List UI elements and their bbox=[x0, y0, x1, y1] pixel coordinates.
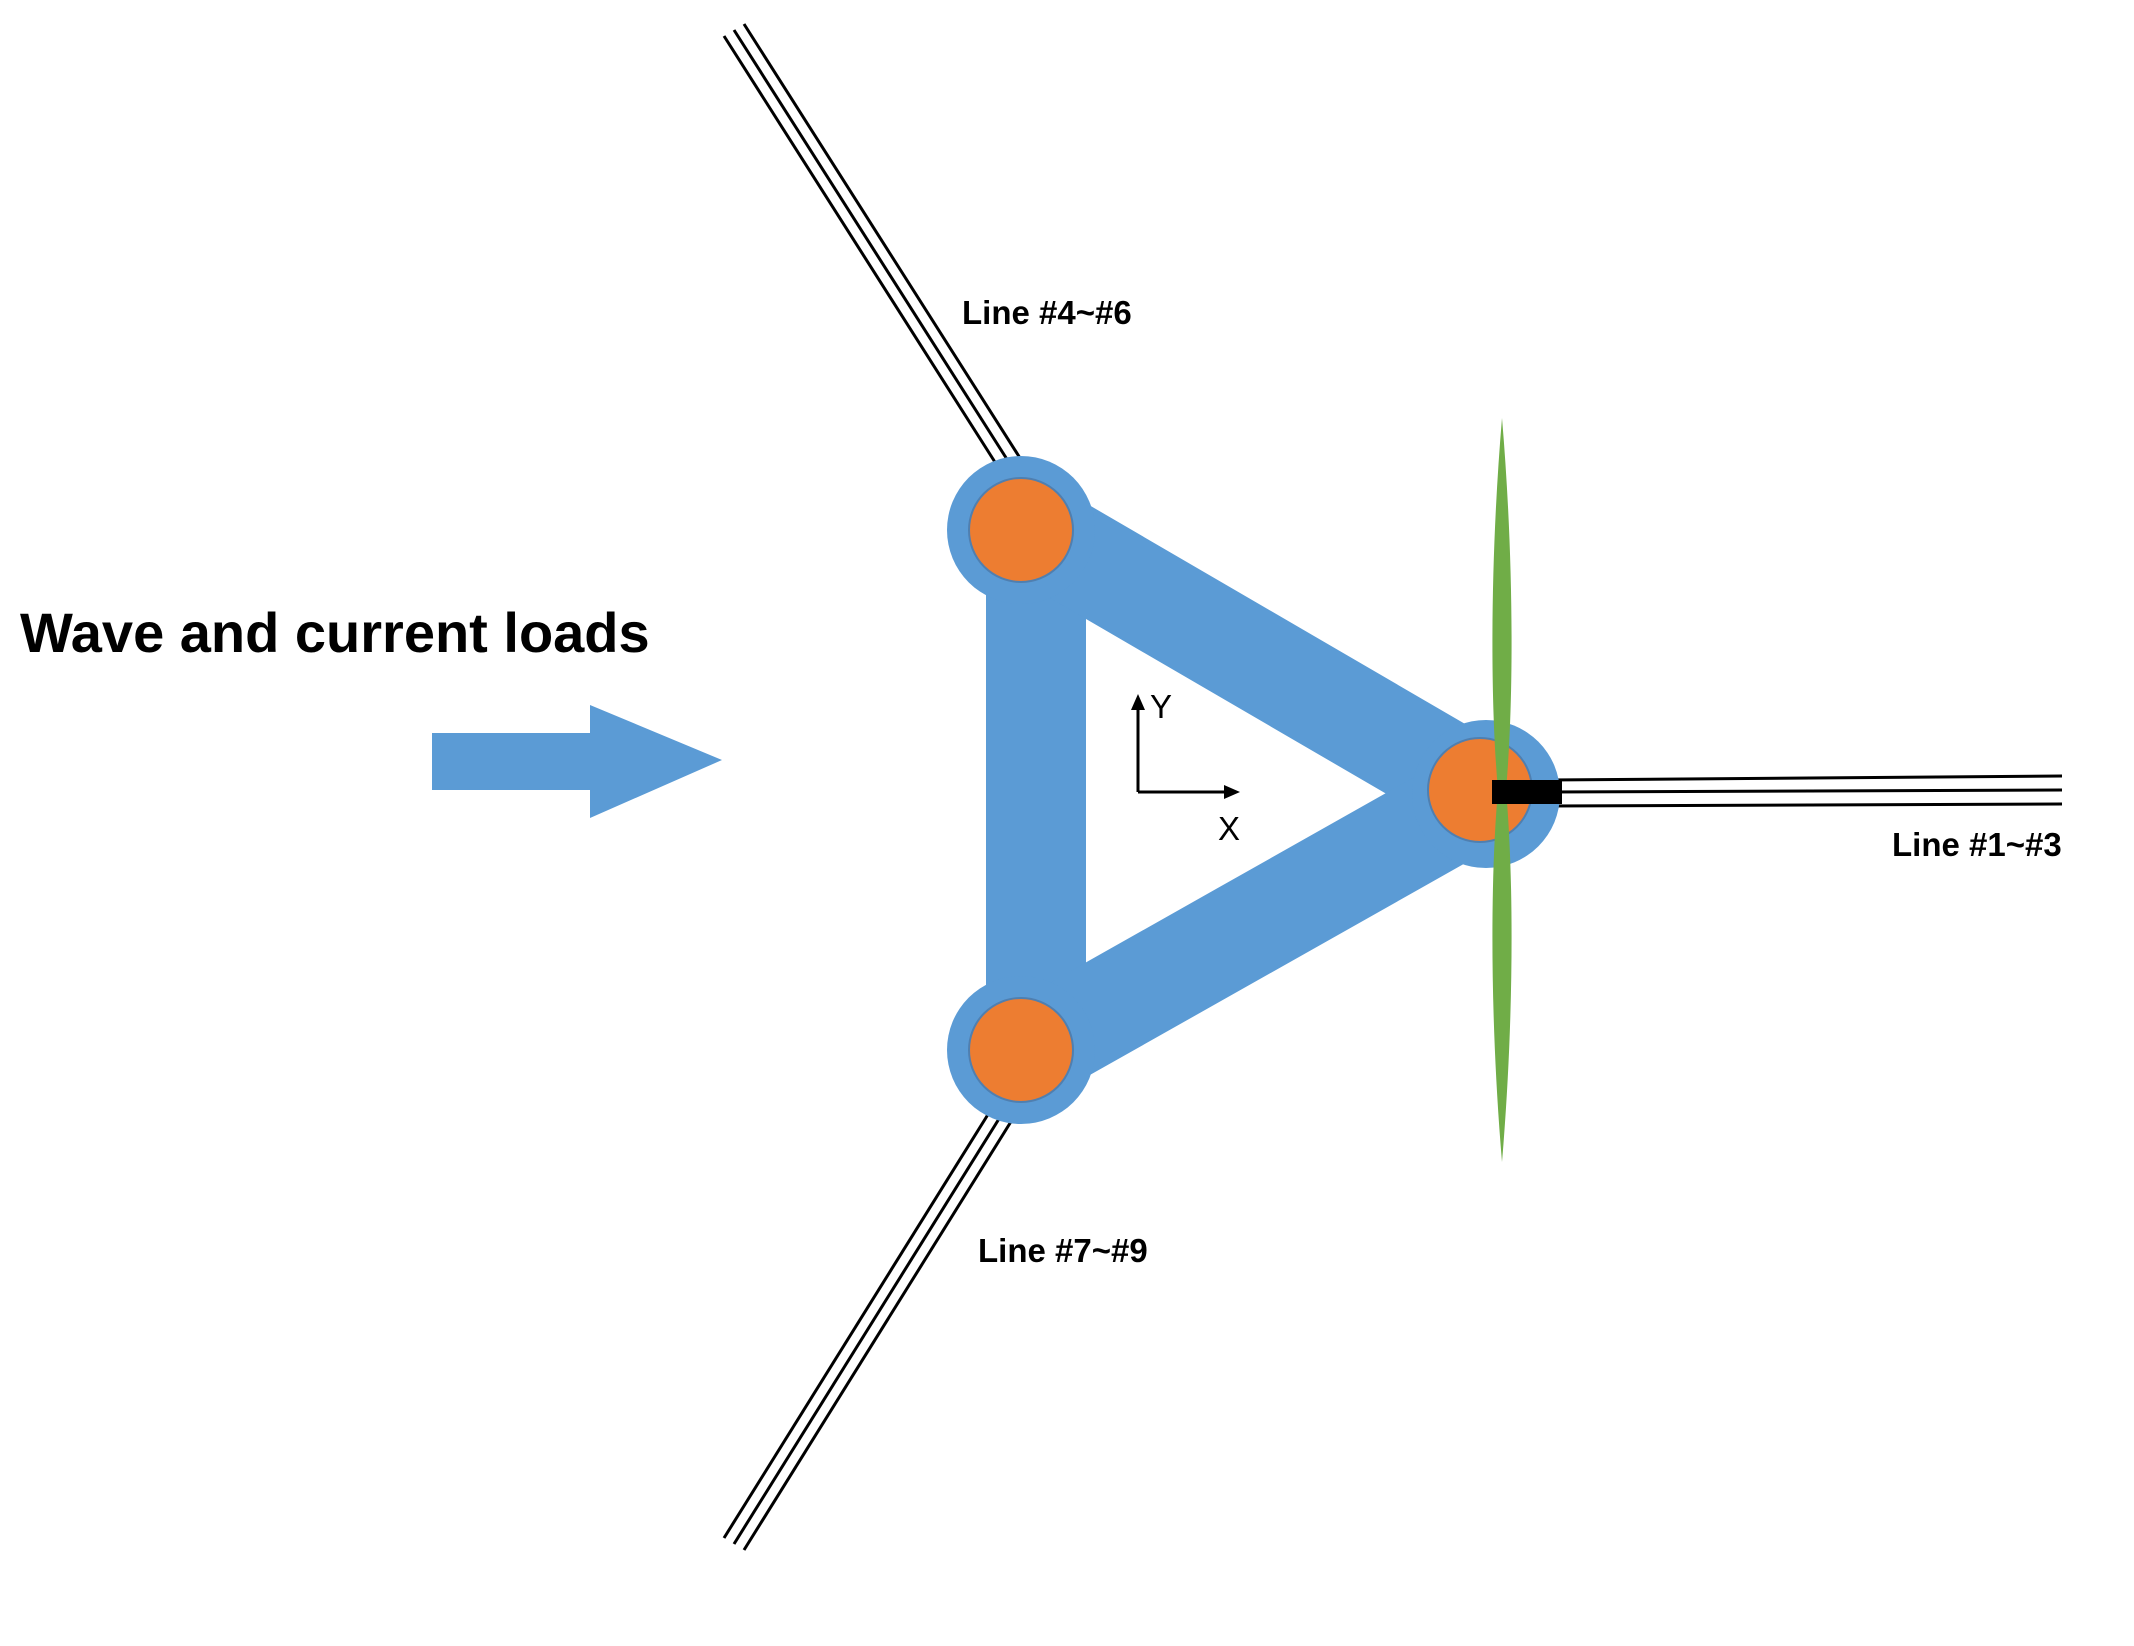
mooring-lines-4-6 bbox=[722, 23, 1022, 471]
nacelle bbox=[1492, 780, 1562, 804]
line-1-3-label: Line #1~#3 bbox=[1892, 826, 2062, 863]
mooring-lines-7-9 bbox=[722, 1107, 1014, 1551]
column-bottom-left bbox=[968, 997, 1074, 1103]
load-direction-arrow bbox=[432, 705, 722, 818]
mooring-lines-1-3 bbox=[1547, 774, 2063, 808]
line-4-6-label: Line #4~#6 bbox=[962, 294, 1132, 331]
load-label: Wave and current loads bbox=[20, 601, 650, 664]
coordinate-axes bbox=[1136, 702, 1232, 794]
platform-hull bbox=[986, 482, 1536, 1098]
y-axis-arrowhead bbox=[1131, 694, 1145, 710]
x-axis-arrowhead bbox=[1224, 785, 1240, 799]
line-7-9-label: Line #7~#9 bbox=[978, 1232, 1148, 1269]
column-top-left bbox=[968, 477, 1074, 583]
x-axis-label: X bbox=[1218, 810, 1240, 847]
y-axis-label: Y bbox=[1150, 688, 1172, 725]
